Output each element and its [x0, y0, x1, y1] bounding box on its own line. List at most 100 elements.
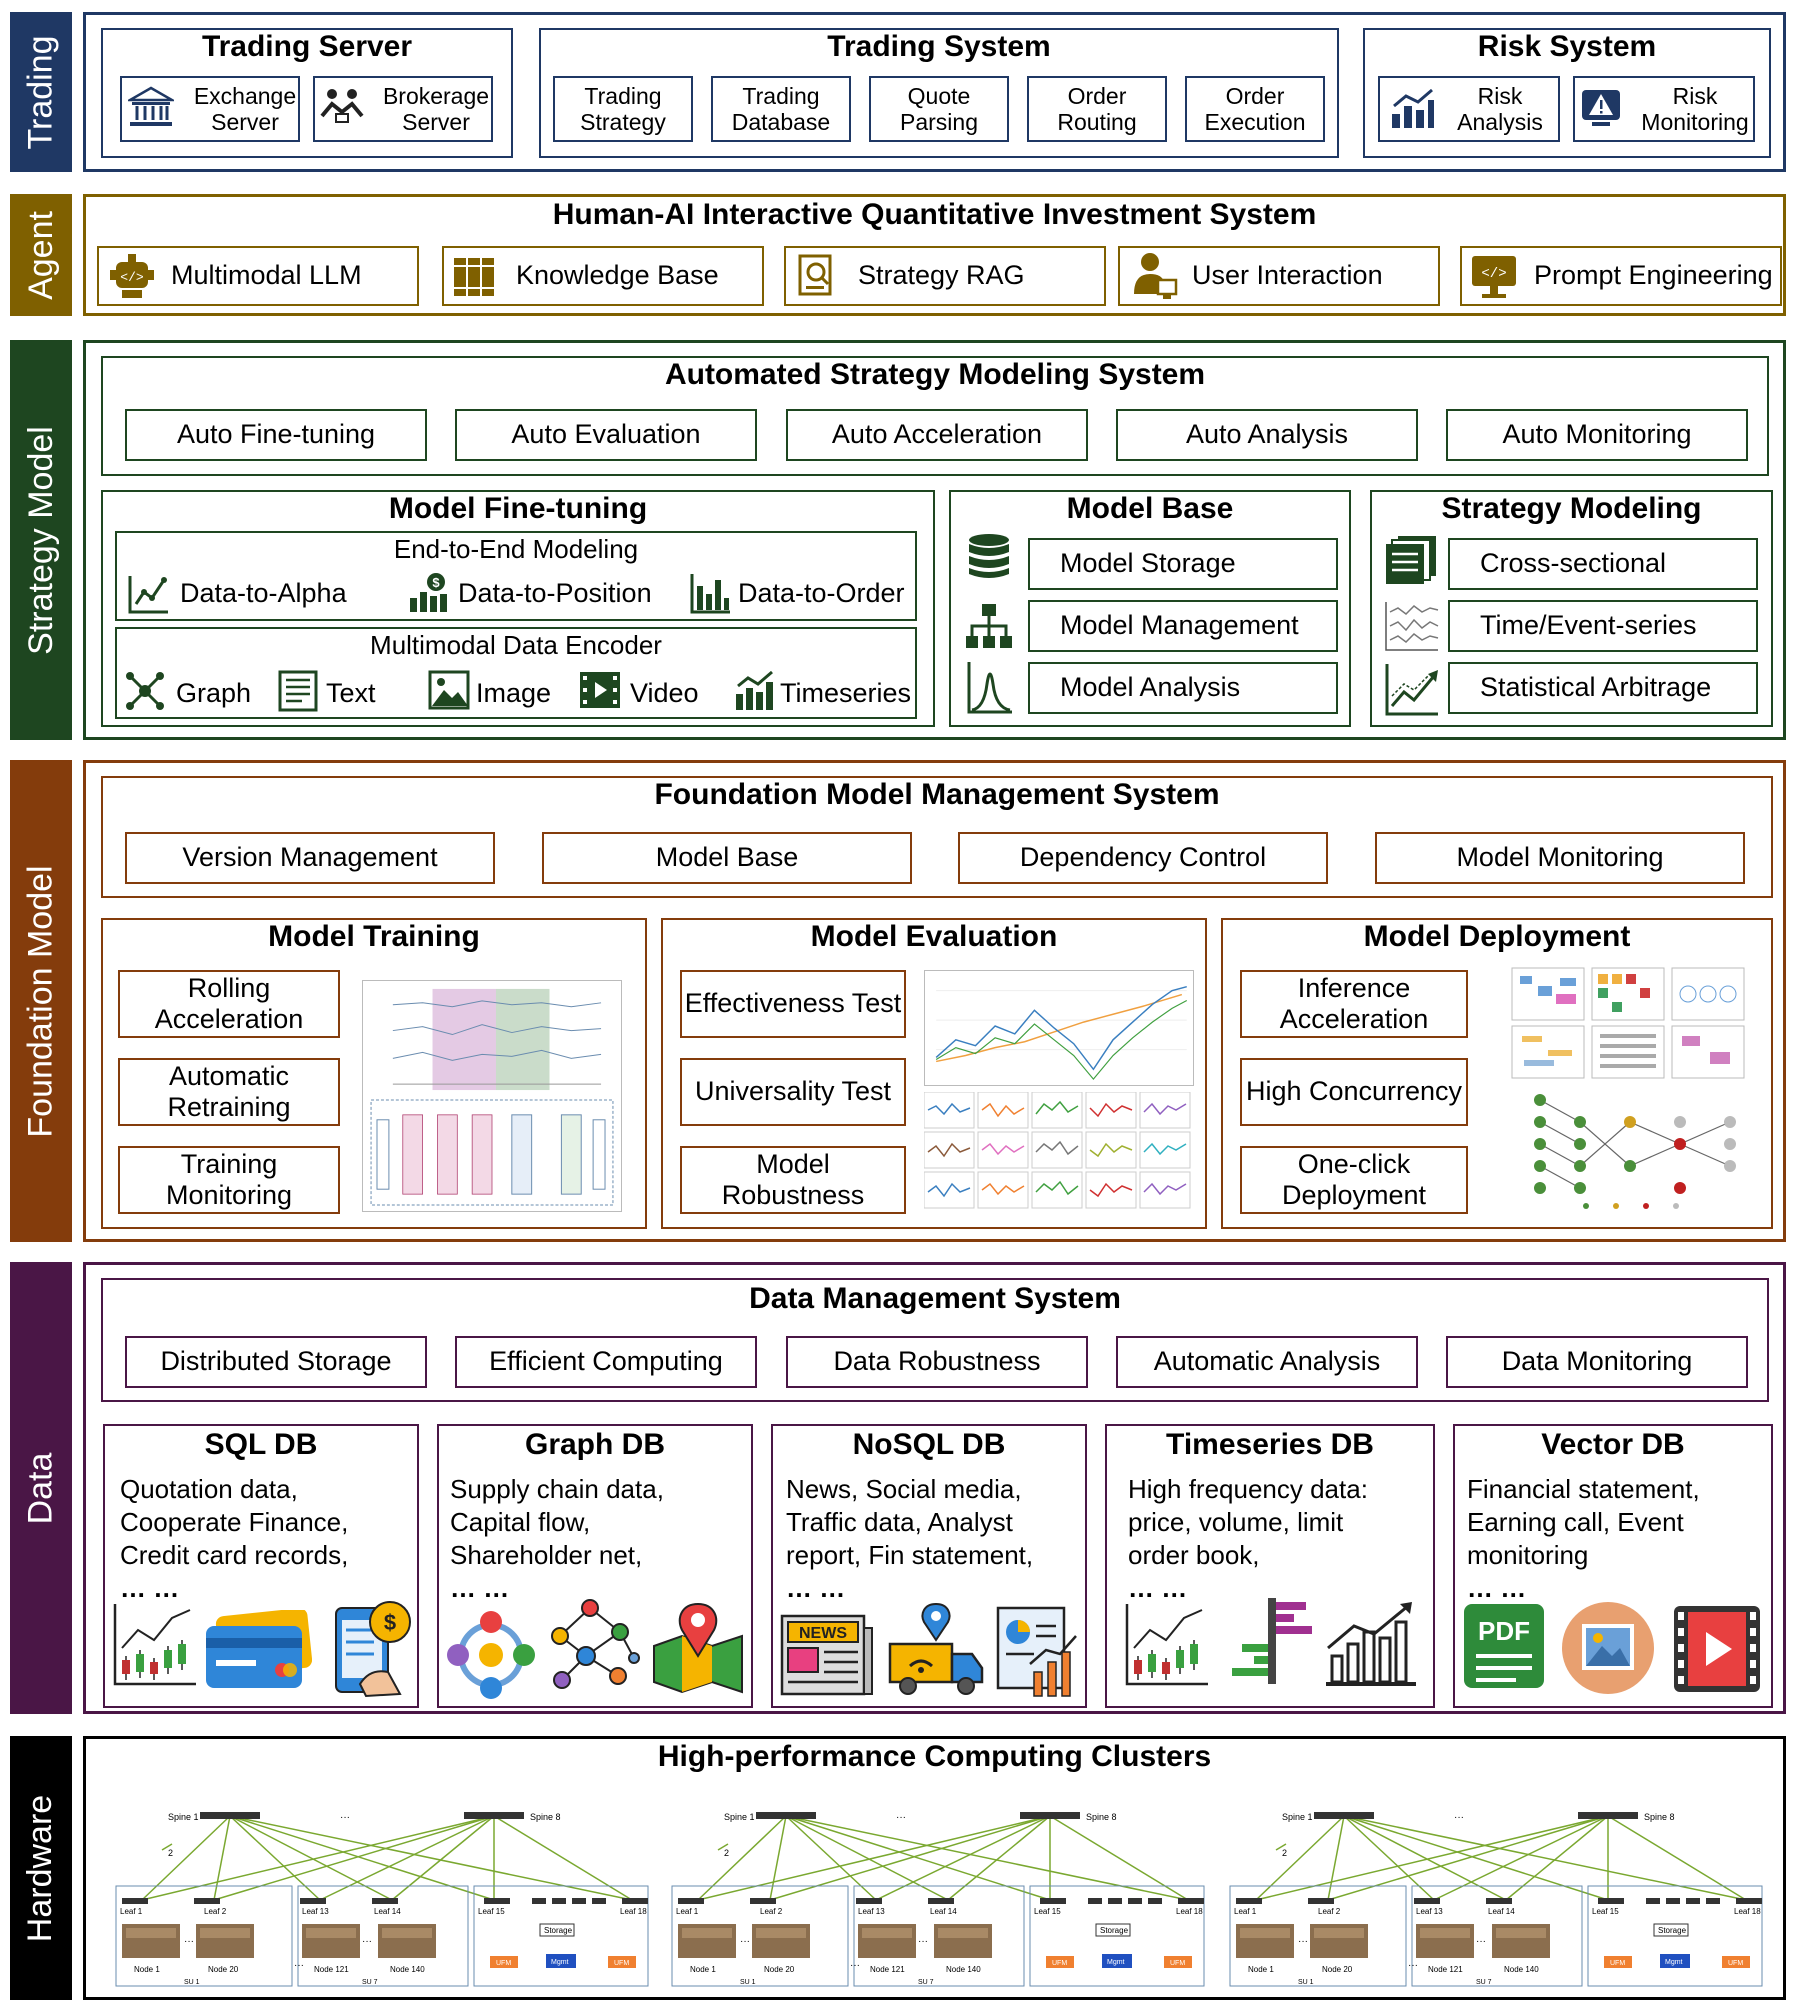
order-book-icon: [1232, 1598, 1312, 1684]
compute-node-detail: [938, 1928, 988, 1938]
svg-text:</>: </>: [120, 270, 144, 285]
graph-db-title: Graph DB: [524, 1428, 665, 1461]
ellipsis-label: ···: [294, 1960, 304, 1971]
leaf-label: Leaf 2: [1318, 1907, 1341, 1916]
graph-db-line: Supply chain data,: [450, 1474, 664, 1504]
version-management-box: Version Management: [125, 832, 495, 884]
compute-node-detail: [126, 1928, 176, 1938]
quote-parsing-box: Quote Parsing: [869, 76, 1009, 142]
leaf-label: Leaf 1: [120, 1907, 143, 1916]
node-label: Node 121: [1428, 1965, 1463, 1974]
leaf-label: Leaf 13: [1416, 1907, 1443, 1916]
spine-switch: [1020, 1812, 1080, 1819]
ellipsis-label: ···: [362, 1936, 372, 1947]
sql-db-line: Quotation data,: [120, 1474, 298, 1504]
trend-up-icon: [1385, 664, 1438, 716]
compute-node-detail: [862, 1928, 912, 1938]
leaf-switch: [1178, 1898, 1204, 1904]
link-marker: [161, 1843, 173, 1851]
leaf-switch: [122, 1898, 148, 1904]
ellipsis-label: ···: [740, 1936, 750, 1947]
auto-acceleration-box: Auto Acceleration: [786, 409, 1088, 461]
leaf-switch: [1088, 1898, 1102, 1904]
foundation-layer: [83, 760, 1786, 1242]
spine-leaf-link: [1343, 1815, 1747, 1901]
ufm-label: UFM: [1052, 1960, 1067, 1967]
text-document-icon: [278, 670, 318, 712]
model-evaluation-group: [661, 918, 1207, 1229]
cross-sectional-box: Cross-sectional: [1448, 538, 1758, 590]
data-to-position-label: Data-to-Position: [458, 578, 652, 608]
training-architecture-image: [362, 980, 622, 1212]
trading-server-group: [101, 28, 513, 158]
link-count-label: 2: [724, 1848, 729, 1858]
spine-switch: [200, 1812, 260, 1819]
leaf-switch: [300, 1898, 326, 1904]
leaf-switch: [928, 1898, 954, 1904]
trading-database-box: Trading Database: [711, 76, 851, 142]
ufm-box: [1722, 1956, 1750, 1968]
mgmt-box: [1102, 1954, 1132, 1968]
compute-node-detail: [1420, 1928, 1470, 1938]
risk-monitoring-box: Risk Monitoring: [1573, 76, 1755, 142]
link-marker: [1275, 1843, 1287, 1851]
image-icon: [428, 670, 470, 710]
strategy-modeling-group: [1370, 490, 1773, 727]
management-unit: [1587, 1885, 1763, 1987]
nosql-db-card: [771, 1424, 1087, 1708]
node-label: Node 1: [1248, 1965, 1274, 1974]
inference-acceleration-box: Inference Acceleration: [1240, 970, 1468, 1038]
node-label: Node 20: [764, 1965, 795, 1974]
leaf-switch: [194, 1898, 220, 1904]
spine-leaf-link: [493, 1815, 633, 1901]
su-label: SU 7: [362, 1979, 378, 1986]
leaf-switch: [1040, 1898, 1066, 1904]
leaf-label: Leaf 15: [1592, 1907, 1619, 1916]
hardware-layer: [83, 1736, 1786, 2000]
statistical-arbitrage-box: Statistical Arbitrage: [1448, 662, 1758, 714]
leaf-label: Leaf 14: [930, 1907, 957, 1916]
vector-db-line: Financial statement,: [1467, 1474, 1700, 1504]
svg-text:$: $: [384, 1610, 396, 1635]
order-execution-box: Order Execution: [1185, 76, 1325, 142]
rolling-acceleration-box: Rolling Acceleration: [118, 970, 340, 1038]
spine-leaf-link: [785, 1815, 1189, 1901]
data-monitoring-box: Data Monitoring: [1446, 1336, 1748, 1388]
model-analysis-box: Model Analysis: [1028, 662, 1338, 714]
map-pin-icon: [653, 1602, 743, 1694]
trading-layer: [83, 12, 1786, 172]
leaf-label: Leaf 14: [374, 1907, 401, 1916]
knowledge-base-box: Knowledge Base: [442, 246, 764, 306]
su-label: SU 7: [918, 1979, 934, 1986]
layer-label-data: Data: [10, 1262, 72, 1714]
compute-node-detail: [1240, 1928, 1290, 1938]
automatic-retraining-box: Automatic Retraining: [118, 1058, 340, 1126]
agent-title: Human-AI Interactive Quantitative Invest…: [552, 198, 1317, 231]
ufm-label: UFM: [1610, 1960, 1625, 1967]
bar-growth-icon: [1326, 1602, 1416, 1686]
delivery-truck-icon: [888, 1602, 984, 1695]
database-icon: [969, 534, 1009, 578]
strategy-model-base-title: Model Base: [1066, 492, 1234, 525]
mgmt-label: Mgmt: [1665, 1959, 1683, 1966]
sql-db-title: SQL DB: [204, 1428, 318, 1461]
graph-db-line: Shareholder net,: [450, 1540, 643, 1570]
model-monitoring-box: Model Monitoring: [1375, 832, 1745, 884]
video-label: Video: [630, 678, 699, 708]
end-to-end-title: End-to-End Modeling: [393, 534, 639, 564]
strategy-layer: [83, 340, 1786, 740]
foundation-management-group: [101, 776, 1773, 898]
line-chart-icon: [128, 576, 168, 614]
leaf-switch: [1646, 1898, 1660, 1904]
spine-switch: [1578, 1812, 1638, 1819]
universality-test-box: Universality Test: [680, 1058, 906, 1126]
storage-label: Storage: [1100, 1926, 1129, 1935]
ellipsis-label: ···: [918, 1936, 928, 1947]
timeseries-db-line: order book,: [1128, 1540, 1260, 1570]
spine-label: Spine 8: [1644, 1812, 1675, 1822]
training-monitoring-box: Training Monitoring: [118, 1146, 340, 1214]
ellipsis-label: ···: [1454, 1812, 1464, 1823]
vector-db-title: Vector DB: [1541, 1428, 1685, 1461]
automated-strategy-group: [101, 356, 1769, 476]
